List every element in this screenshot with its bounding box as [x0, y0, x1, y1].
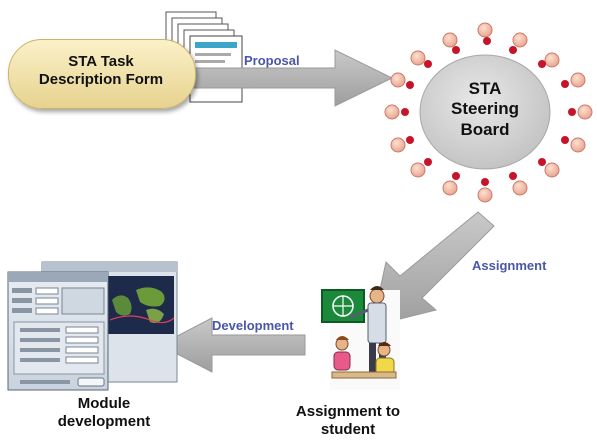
development-label: Development	[212, 318, 294, 333]
board-label-line1: STA	[468, 79, 502, 98]
form-node-label: STA Task Description Form	[20, 53, 182, 89]
form-label-line1: STA Task	[68, 53, 134, 70]
board-label-line2: Steering	[450, 99, 520, 119]
module-node-label: Module development	[34, 395, 174, 431]
assignment-label: Assignment	[472, 258, 547, 273]
board-label-line3: Board	[460, 119, 510, 139]
student-node-label: Assignment to student	[278, 403, 418, 439]
student-label-line2: student	[320, 421, 376, 438]
form-node	[8, 39, 196, 109]
development-arrow	[158, 317, 306, 373]
module-label-line1: Module	[77, 395, 131, 412]
proposal-label: Proposal	[244, 53, 300, 68]
proposal-arrow	[187, 49, 394, 107]
assignment-arrow	[371, 211, 495, 327]
teacher-students-clipart-icon	[321, 286, 400, 390]
module-label-line2: development	[57, 413, 151, 430]
board-node-label: STA Steering Board	[430, 79, 540, 140]
board-ellipse	[419, 54, 551, 170]
software-window-screenshot-icon	[7, 261, 178, 391]
student-label-line1: Assignment to	[295, 403, 401, 420]
board-seats	[384, 22, 593, 203]
form-label-line2: Description Form	[38, 71, 164, 88]
